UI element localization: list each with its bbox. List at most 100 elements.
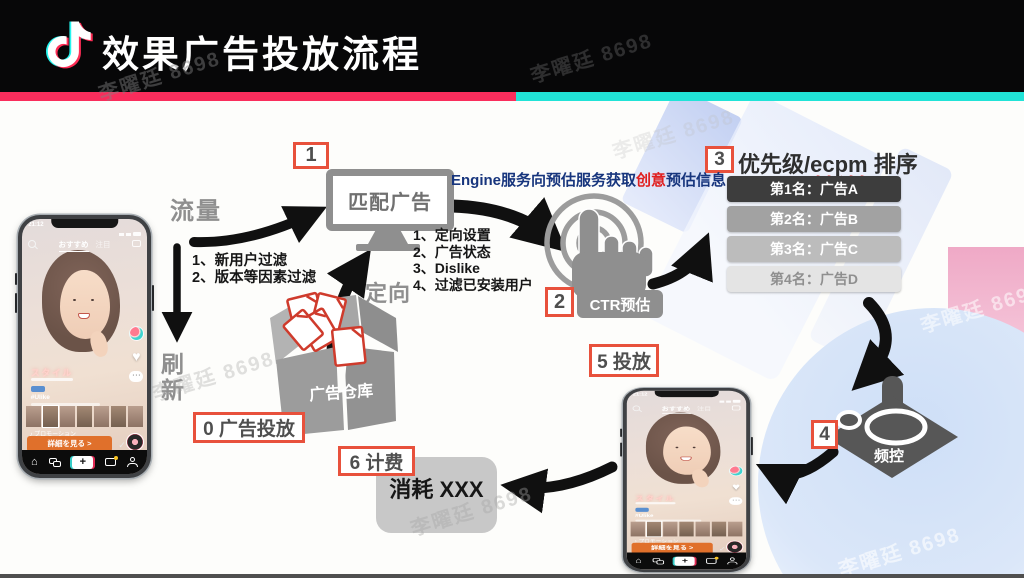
targeting-note-line: 4、过滤已安装用户 bbox=[413, 276, 533, 293]
home-icon[interactable]: ⌂ bbox=[635, 556, 642, 565]
caption-bar bbox=[30, 402, 100, 406]
targeting-label: 定向 bbox=[365, 281, 412, 306]
action-rail: ♥ ⋯ bbox=[728, 465, 744, 505]
cta-button[interactable]: 詳細を見る > bbox=[631, 542, 713, 554]
match-ads-monitor-icon: 匹配广告 bbox=[326, 169, 454, 231]
check-icon: ✓ bbox=[718, 545, 726, 553]
avatar-disc-icon[interactable] bbox=[728, 465, 744, 477]
tag-pill bbox=[635, 507, 649, 512]
traffic-label: 流量 bbox=[170, 198, 222, 225]
search-icon[interactable] bbox=[632, 405, 641, 412]
targeting-notes: 1、定向设置 2、广告状态 3、Dislike 4、过滤已安装用户 bbox=[413, 227, 533, 293]
friends-icon[interactable] bbox=[652, 557, 665, 565]
phone-side-button bbox=[620, 428, 623, 437]
friends-icon[interactable] bbox=[48, 457, 61, 467]
profile-icon[interactable] bbox=[727, 557, 738, 565]
check-icon: ✓ bbox=[118, 439, 126, 450]
tab-secondary[interactable]: 注目 bbox=[697, 405, 712, 412]
targeting-note-line: 1、定向设置 bbox=[413, 227, 491, 243]
search-icon[interactable] bbox=[28, 240, 37, 248]
home-icon[interactable]: ⌂ bbox=[31, 455, 38, 468]
tiktok-logo-icon bbox=[46, 21, 93, 69]
status-time: 21:12 bbox=[28, 222, 44, 228]
accent-stripe-teal bbox=[516, 92, 1024, 101]
tab-secondary[interactable]: 注目 bbox=[95, 240, 111, 249]
frequency-label: 频控 bbox=[874, 448, 905, 465]
inbox-icon[interactable] bbox=[104, 456, 118, 466]
status-icons bbox=[717, 394, 741, 407]
ctr-label: CTR预估 bbox=[577, 290, 663, 318]
action-rail: ♥ ⋯ bbox=[128, 326, 144, 383]
step-1-badge: 1 bbox=[293, 142, 329, 169]
background-circle bbox=[758, 308, 1024, 578]
comment-icon[interactable]: ⋯ bbox=[129, 371, 144, 383]
live-icon[interactable] bbox=[731, 405, 741, 411]
music-disc-icon[interactable] bbox=[125, 433, 144, 452]
ranking-title: 优先级/ecpm 排序 bbox=[738, 147, 918, 179]
slide-header: 效果广告投放流程 bbox=[0, 0, 1024, 92]
create-button[interactable]: + bbox=[72, 455, 94, 469]
ranking-row-1: 第1名：广告A bbox=[727, 176, 901, 202]
thumbnail-strip[interactable] bbox=[630, 521, 743, 537]
phone-notch bbox=[50, 219, 119, 228]
bottom-nav: ⌂ + bbox=[626, 552, 747, 570]
create-button[interactable]: + bbox=[674, 556, 695, 566]
phone-screen: 21:12 おすすめ注目 ♥ ⋯ スタ bbox=[626, 390, 747, 570]
filter-note-line: 1、新用户过滤 bbox=[192, 253, 288, 269]
phone-side-button bbox=[15, 273, 17, 285]
bottom-edge-bar bbox=[0, 574, 1024, 578]
cta-button[interactable]: 詳細を見る > bbox=[27, 435, 112, 452]
ranking-list: 第1名：广告A 第2名：广告B 第3名：广告C 第4名：广告D bbox=[727, 176, 901, 296]
avatar-disc-icon[interactable] bbox=[128, 326, 144, 342]
step-5-badge: 5 投放 bbox=[589, 344, 659, 377]
tab-recommend[interactable]: おすすめ bbox=[58, 240, 89, 252]
live-icon[interactable] bbox=[131, 240, 141, 247]
refresh-label: 刷新 bbox=[161, 351, 184, 403]
targeting-note-line: 2、广告状态 bbox=[413, 243, 491, 260]
phone-mockup: 21:12 おすすめ注目 ♥ ⋯ スタ bbox=[620, 388, 753, 573]
user-phone: 21:12 おすすめ注目 ♥ ⋯ スタ bbox=[15, 215, 154, 478]
phone-screen: 21:12 おすすめ注目 ♥ ⋯ スタ bbox=[22, 219, 147, 474]
feed-tabs: おすすめ注目 bbox=[627, 405, 746, 414]
like-icon[interactable]: ♥ bbox=[732, 481, 741, 493]
step-6-badge: 6 计费 bbox=[338, 446, 415, 476]
phone-mockup: 21:12 おすすめ注目 ♥ ⋯ スタ bbox=[15, 215, 154, 478]
status-time: 21:12 bbox=[632, 392, 648, 398]
comment-icon[interactable]: ⋯ bbox=[729, 497, 743, 505]
engine-annotation: Engine服务向预估服务获取创意预估信息 bbox=[451, 169, 726, 190]
hashtag-label: #Ulike bbox=[635, 513, 654, 518]
arrow-warehouse-to-monitor bbox=[326, 248, 371, 396]
thumbnail-strip[interactable] bbox=[25, 405, 144, 428]
monitor-stand bbox=[368, 231, 408, 244]
match-ads-label: 匹配广告 bbox=[348, 191, 432, 214]
feed-tabs: おすすめ注目 bbox=[22, 239, 147, 252]
music-disc-icon[interactable] bbox=[726, 540, 744, 554]
model-eye bbox=[675, 446, 678, 449]
like-icon[interactable]: ♥ bbox=[132, 348, 141, 365]
ranking-title-part3: 排序 bbox=[867, 152, 918, 177]
overlay-title: スタイル bbox=[30, 367, 73, 378]
ad-creative-papers bbox=[282, 291, 367, 367]
phone-notch bbox=[654, 390, 719, 398]
inbox-icon[interactable] bbox=[705, 556, 719, 564]
caption-bar bbox=[635, 519, 701, 522]
model-eye bbox=[72, 298, 76, 302]
tab-recommend[interactable]: おすすめ bbox=[661, 405, 691, 414]
accent-stripe-pink bbox=[0, 92, 516, 101]
overlay-title: スタイル bbox=[635, 494, 676, 502]
model-smile bbox=[679, 456, 692, 461]
delivery-phone: 21:12 おすすめ注目 ♥ ⋯ スタ bbox=[620, 388, 753, 573]
caption-bar bbox=[30, 378, 74, 382]
filter-note-line: 2、版本等因素过滤 bbox=[192, 270, 317, 286]
model-face bbox=[59, 270, 110, 339]
profile-icon[interactable] bbox=[126, 457, 138, 467]
model-eye bbox=[90, 298, 94, 302]
ranking-row-4: 第4名：广告D bbox=[727, 266, 901, 292]
phone-side-button bbox=[15, 293, 17, 313]
step-0-badge: 0 广告投放 bbox=[193, 412, 305, 443]
warehouse-label: 广告仓库 bbox=[308, 382, 374, 405]
ranking-row-2: 第2名：广告B bbox=[727, 206, 901, 232]
arrow-phone-to-cost bbox=[500, 461, 618, 514]
hashtag-label: #Ulike bbox=[30, 393, 50, 401]
